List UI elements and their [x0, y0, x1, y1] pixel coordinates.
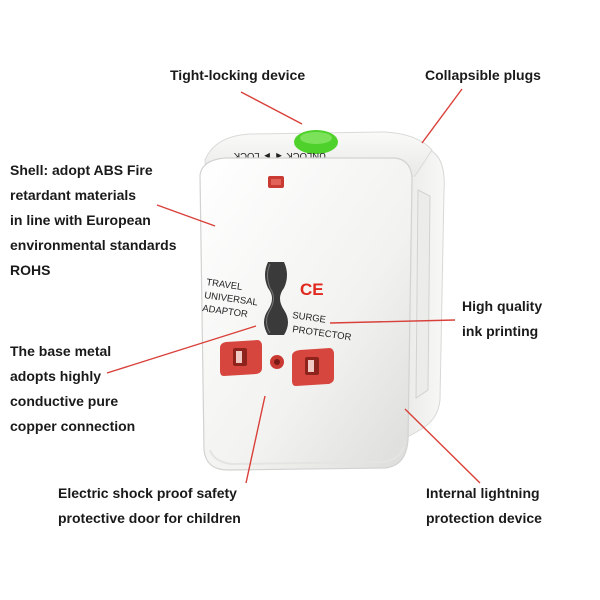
- callout-line: copper connection: [10, 418, 136, 434]
- callout-line: conductive pure: [10, 393, 119, 409]
- callout-line: Electric shock proof safety: [58, 485, 237, 501]
- callout-line: Shell: adopt ABS Fire: [10, 162, 153, 178]
- callout-line: High quality: [462, 298, 543, 314]
- callout-line: adopts highly: [10, 368, 101, 384]
- callout-text: Collapsible plugs: [425, 67, 541, 83]
- ce-mark: CE: [300, 280, 324, 299]
- universal-slot: [264, 262, 288, 335]
- lock-top-text: UNLOCK ◄ ► LOCK: [233, 150, 326, 161]
- adapter-front: [199, 157, 413, 471]
- callout-collapsible: Collapsible plugs: [425, 63, 541, 88]
- surge-text-1: SURGE: [292, 310, 327, 326]
- callout-shock-proof: Electric shock proof safety protective d…: [58, 481, 241, 531]
- callout-shell: Shell: adopt ABS Fire retardant material…: [10, 158, 177, 283]
- callout-tight-locking: Tight-locking device: [170, 63, 305, 88]
- callout-line: The base metal: [10, 343, 112, 359]
- front-text-travel: TRAVEL: [206, 277, 243, 293]
- callout-line: ink printing: [462, 323, 539, 339]
- callout-base-metal: The base metal adopts highly conductive …: [10, 339, 135, 439]
- callout-line: protection device: [426, 510, 542, 526]
- callout-line: in line with European: [10, 212, 151, 228]
- callout-line: protective door for children: [58, 510, 241, 526]
- callout-lightning: Internal lightning protection device: [426, 481, 542, 531]
- callout-line: Internal lightning: [426, 485, 540, 501]
- callout-line: ROHS: [10, 262, 51, 278]
- callout-text: Tight-locking device: [170, 67, 306, 83]
- callout-line: environmental standards: [10, 237, 177, 253]
- callout-printing: High quality ink printing: [462, 294, 542, 344]
- callout-line: retardant materials: [10, 187, 137, 203]
